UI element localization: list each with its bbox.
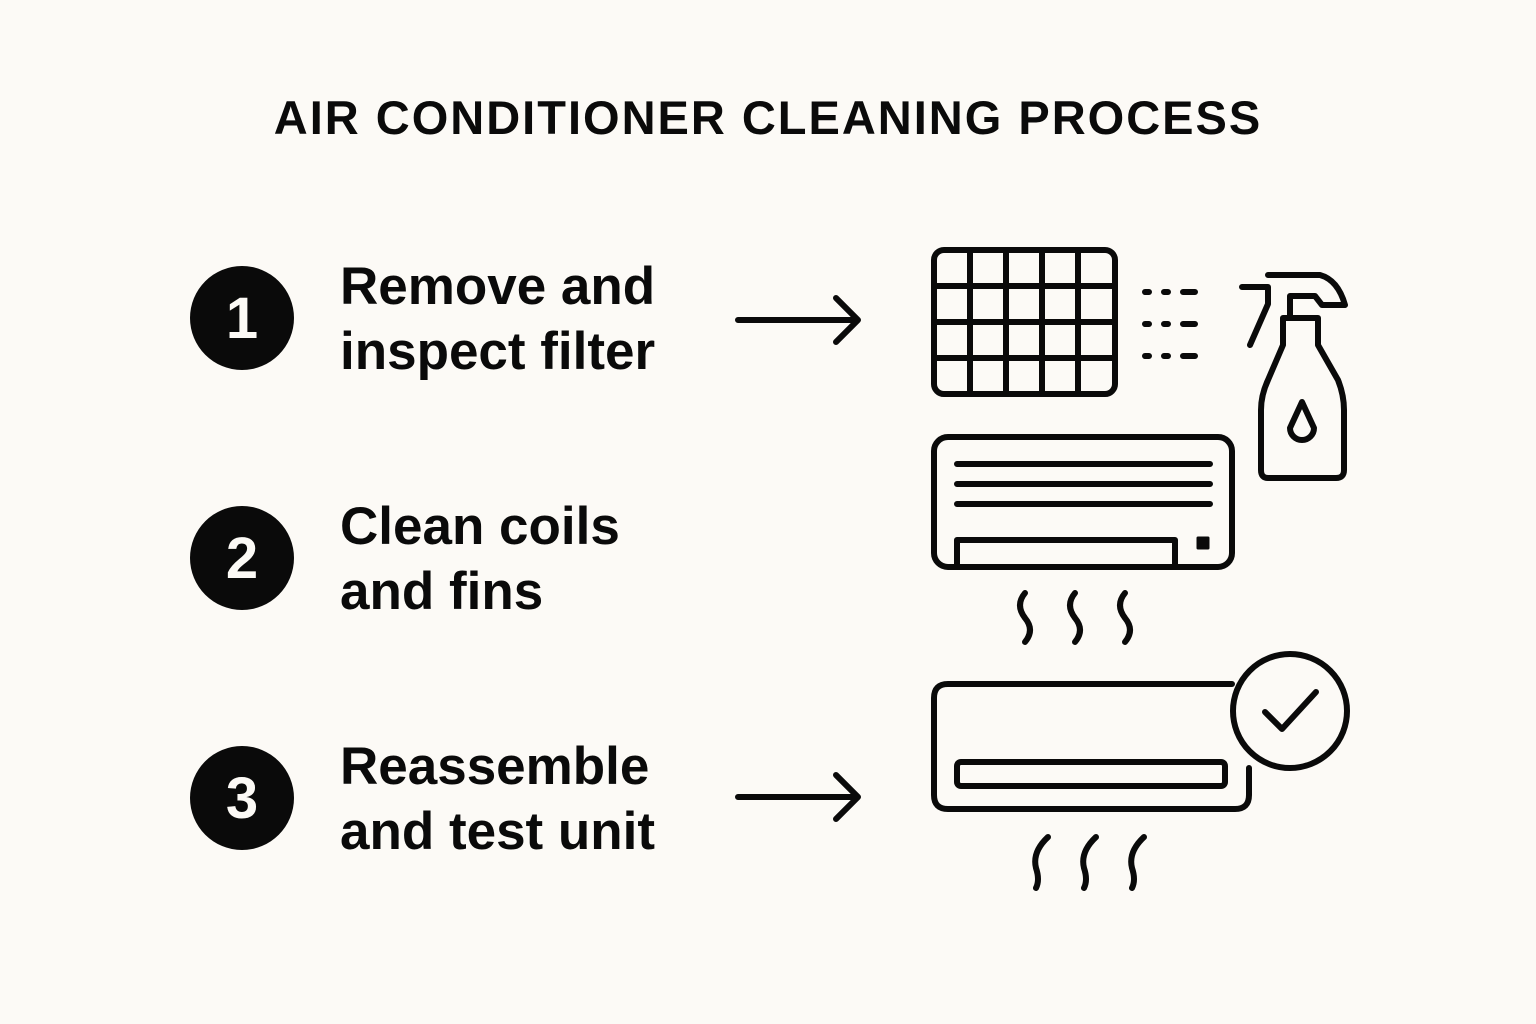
page-title: AIR CONDITIONER CLEANING PROCESS (273, 91, 1263, 144)
ac-unit-icon (931, 434, 1235, 570)
airflow-icon (1017, 590, 1133, 645)
ac-unit-check-icon (931, 681, 1252, 812)
step-label: Reassemble and test unit (340, 734, 760, 864)
step-number-badge: 3 (190, 746, 294, 850)
step-label-line: inspect filter (340, 322, 656, 381)
step-label: Remove and inspect filter (340, 254, 760, 384)
check-icon (1230, 651, 1350, 771)
step-label-line: Remove and (340, 257, 656, 316)
arrow-right-icon (735, 295, 861, 345)
step-number-badge: 2 (190, 506, 294, 610)
dots-icon (1142, 289, 1198, 359)
filter-icon (931, 247, 1118, 397)
step-number-badge: 1 (190, 266, 294, 370)
spray-bottle-icon (1239, 272, 1348, 481)
step-label-line: and test unit (340, 802, 656, 861)
step-label-line: and fins (340, 562, 544, 621)
airflow-icon (1032, 834, 1147, 891)
arrow-right-icon (735, 772, 861, 822)
step-label-line: Reassemble (340, 737, 650, 796)
step-label-line: Clean coils (340, 497, 620, 556)
step-label: Clean coils and fins (340, 494, 760, 624)
